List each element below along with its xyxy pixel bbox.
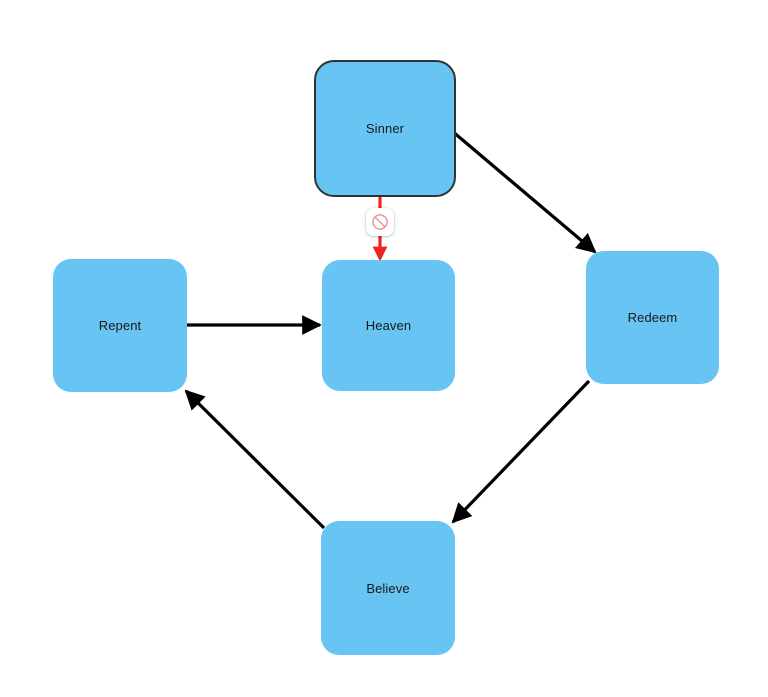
node-heaven[interactable]: Heaven xyxy=(322,260,455,391)
node-sinner[interactable]: Sinner xyxy=(314,60,456,197)
node-sinner-label: Sinner xyxy=(365,121,405,136)
no-entry-glyph xyxy=(372,214,388,230)
edge-believe-repent xyxy=(184,389,326,530)
node-redeem[interactable]: Redeem xyxy=(586,251,719,384)
node-heaven-label: Heaven xyxy=(365,318,412,333)
node-repent-label: Repent xyxy=(98,318,142,333)
node-redeem-label: Redeem xyxy=(627,310,678,325)
no-entry-icon[interactable] xyxy=(366,208,394,236)
edge-sinner-redeem xyxy=(450,129,597,254)
node-believe[interactable]: Believe xyxy=(321,521,455,655)
node-believe-label: Believe xyxy=(366,580,410,596)
edge-redeem-believe xyxy=(451,379,591,524)
node-repent[interactable]: Repent xyxy=(53,259,187,392)
